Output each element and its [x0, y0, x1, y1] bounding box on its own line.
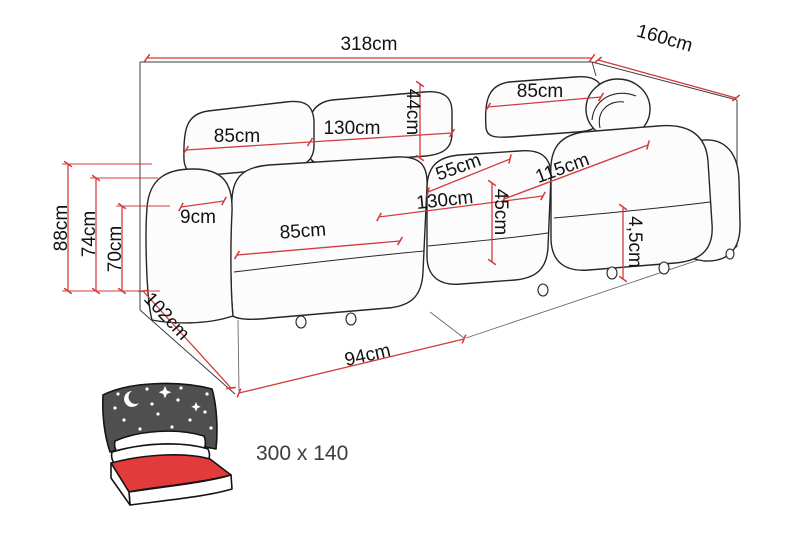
star-icon [191, 402, 201, 412]
dim-height-total: 88cm [51, 205, 72, 251]
dim-armrest-width: 9cm [180, 207, 216, 228]
dim-seat-left-width: 85cm [279, 219, 327, 243]
dim-back-right-width: 85cm [517, 81, 563, 102]
dim-total-depth: 160cm [634, 21, 695, 57]
dim-front-edge: 94cm [343, 340, 393, 371]
dim-back-left-width: 85cm [214, 126, 260, 147]
bed-mattress-side [128, 474, 233, 506]
dim-total-width: 318cm [340, 34, 397, 55]
dim-seat-height: 45cm [490, 189, 511, 235]
bed-mattress-left-edge [110, 462, 131, 506]
dim-back-middle-width: 130cm [323, 118, 380, 139]
stars-and-moon [113, 386, 213, 431]
sleeping-size-label: 300 x 140 [256, 442, 348, 465]
dim-back-height: 44cm [402, 89, 423, 135]
dim-height-armrest: 74cm [79, 211, 100, 257]
dim-height-seatback: 70cm [105, 226, 126, 272]
sofa-bed-icon [101, 382, 233, 506]
star-icon [158, 386, 172, 399]
left-seat [229, 156, 428, 321]
sofa-legs [295, 248, 735, 329]
moon-icon [124, 391, 139, 407]
dim-leg-height: 4,5cm [624, 216, 645, 268]
dimension-lines [62, 53, 741, 398]
